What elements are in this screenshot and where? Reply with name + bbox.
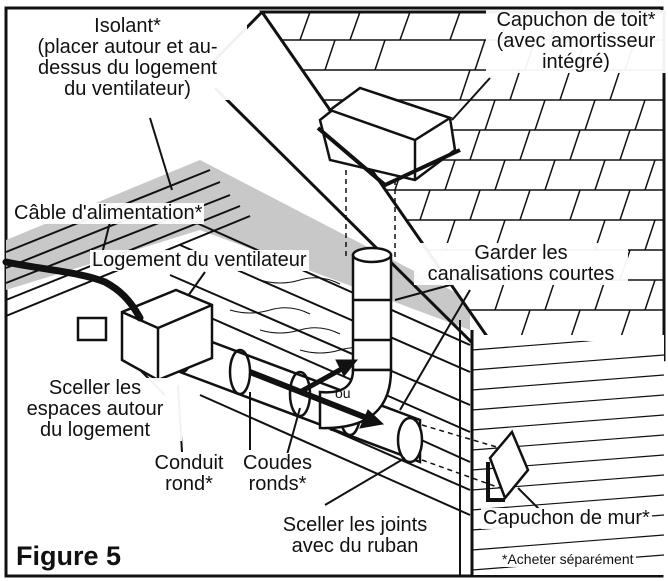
seal-housing-line-3: du logement (39, 419, 151, 441)
duct-elbow (318, 368, 393, 430)
insulation-band (6, 160, 470, 330)
roof-cap-label: Capuchon de toit* (avec amortisseur inté… (486, 10, 666, 73)
roof-cap-label-line-3: intégré) (542, 51, 610, 73)
vertical-duct (351, 246, 393, 372)
wall-path-dash-2 (421, 459, 501, 489)
or-label: ou (335, 385, 351, 401)
roof-cap-label-line-2: (avec amortisseur (496, 30, 656, 52)
keep-ducts-short-line-2: canalisations courtes (427, 263, 615, 285)
round-duct-line-1: Conduit (154, 452, 224, 474)
insulation-label-line-1: Isolant* (94, 15, 161, 37)
power-cable (2, 258, 144, 322)
purchase-separately-note: *Acheter séparément (500, 551, 636, 567)
insulation-label-line-3: dessus du logement (37, 57, 217, 79)
roof-cap-label-line-1: Capuchon de toit* (496, 9, 656, 31)
seal-joints-line-2: avec du ruban (291, 535, 419, 557)
round-elbows-label: Coudes ronds* (228, 453, 327, 495)
wall-cap (486, 429, 530, 502)
wall-path-dash-1 (421, 424, 501, 449)
keep-ducts-short-line-1: Garder les (474, 242, 568, 264)
seal-housing-line-2: espaces autour (26, 398, 164, 420)
keep-ducts-short-label: Garder les canalisations courtes (414, 243, 628, 285)
seal-housing-label: Sceller les espaces autour du logement (8, 378, 182, 441)
power-cable-label: Câble d'alimentation* (12, 202, 205, 224)
roof-cap (316, 86, 461, 188)
wall-cap-label: Capuchon de mur* (481, 507, 652, 529)
round-elbows-line-1: Coudes (243, 452, 312, 474)
fan-housing-box (120, 288, 214, 382)
seal-joints-label: Sceller les joints avec du ruban (268, 515, 442, 557)
round-duct-label: Conduit rond* (137, 453, 241, 495)
round-elbows-line-2: ronds* (248, 473, 307, 495)
round-duct-line-2: rond* (165, 473, 213, 495)
seal-housing-line-1: Sceller les (48, 377, 142, 399)
fan-housing-label: Logement du ventilateur (90, 249, 309, 271)
insulation-label-line-4: du ventilateur) (64, 78, 191, 100)
airflow-arrows (248, 359, 385, 429)
figure-title: Figure 5 (16, 541, 122, 571)
insulation-label: Isolant* (placer autour et au- dessus du… (8, 16, 247, 100)
insulation-label-line-2: (placer autour et au- (37, 36, 218, 58)
seal-joints-line-1: Sceller les joints (282, 514, 428, 536)
junction-block (76, 316, 108, 342)
